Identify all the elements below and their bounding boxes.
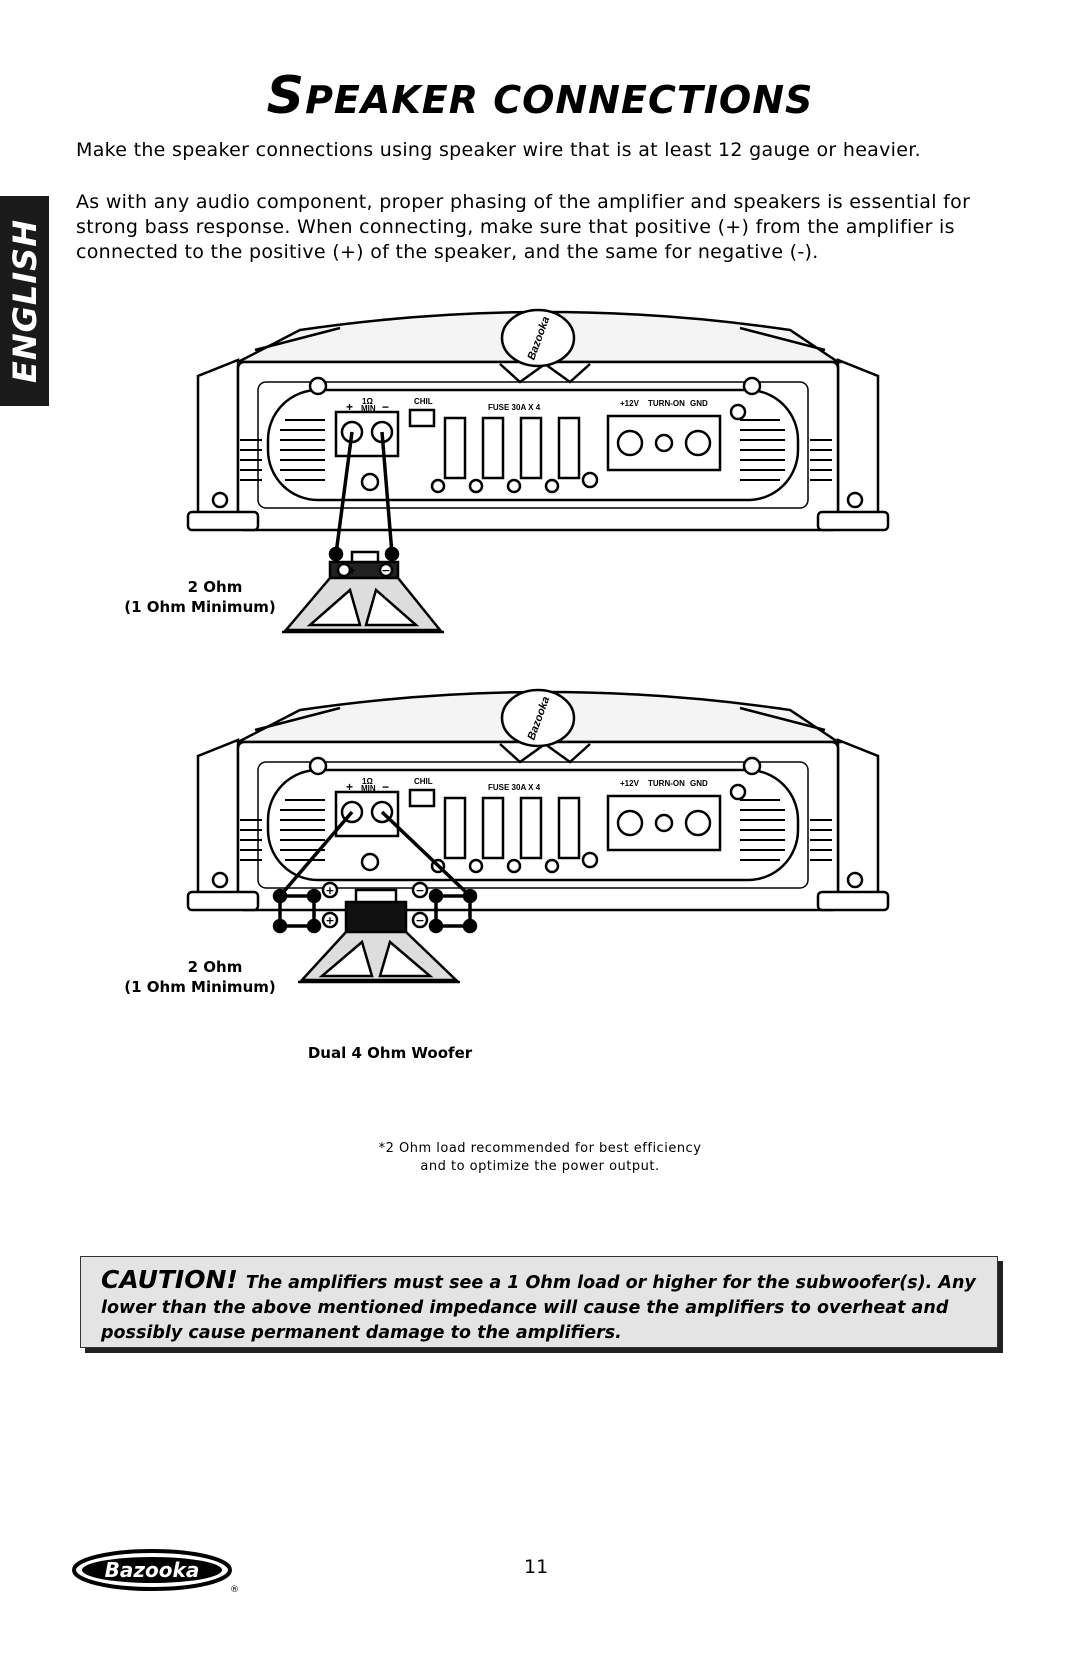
turn-on-label: TURN-ON bbox=[648, 779, 685, 788]
diagram1-ohm-label: 2 Ohm bbox=[187, 578, 243, 596]
amplifier-illustration bbox=[186, 688, 890, 912]
logo-text: Bazooka bbox=[105, 1558, 200, 1582]
chil-label: CHIL bbox=[414, 777, 433, 786]
min-label: MIN bbox=[361, 404, 376, 413]
phasing-paragraph: As with any audio component, proper phas… bbox=[76, 191, 971, 263]
page-number: 11 bbox=[524, 1556, 549, 1578]
chil-label: CHIL bbox=[414, 397, 433, 406]
woofer-single bbox=[282, 546, 444, 634]
plus-label: + bbox=[346, 400, 353, 414]
gnd-label: GND bbox=[690, 399, 708, 408]
amplifier-diagram-2: 1Ω MIN + − CHIL FUSE 30A X 4 +12V TURN-O… bbox=[186, 688, 890, 984]
turn-on-label: TURN-ON bbox=[648, 399, 685, 408]
ohm-label: 1Ω bbox=[362, 397, 373, 406]
dual-terminal-symbols: + + − − bbox=[325, 884, 424, 927]
woofer-dual bbox=[272, 881, 478, 984]
caution-box: CAUTION!The amplifiers must see a 1 Ohm … bbox=[80, 1256, 998, 1348]
page-title: SPEAKER CONNECTIONS bbox=[0, 66, 1080, 126]
vc2-minus-symbol: − bbox=[415, 914, 424, 927]
fuse-label: FUSE 30A X 4 bbox=[488, 403, 541, 412]
single-voice-coil-diagram: 1Ω MIN + − CHIL FUSE 30A X 4 +12V TURN-O… bbox=[0, 300, 1080, 650]
vc1-plus-symbol: + bbox=[325, 884, 334, 897]
diagram2-min-label: (1 Ohm Minimum) bbox=[124, 978, 276, 996]
woofer-type-label: Dual 4 Ohm Woofer bbox=[307, 1044, 473, 1062]
dual-voice-coil-diagram: 1Ω MIN + − CHIL FUSE 30A X 4 +12V TURN-O… bbox=[0, 680, 1080, 1080]
ohm-label: 1Ω bbox=[362, 777, 373, 786]
efficiency-note: *2 Ohm load recommended for best efficie… bbox=[0, 1140, 1080, 1176]
intro-paragraph: Make the speaker connections using speak… bbox=[76, 139, 921, 161]
v12-label: +12V bbox=[620, 779, 640, 788]
plus-label: + bbox=[346, 780, 353, 794]
note-line-2: and to optimize the power output. bbox=[420, 1159, 660, 1174]
min-label: MIN bbox=[361, 784, 376, 793]
bazooka-logo: Bazooka ® bbox=[72, 1548, 242, 1600]
v12-label: +12V bbox=[620, 399, 640, 408]
page-title-initial: S bbox=[266, 66, 306, 126]
logo-graphic: Bazooka ® bbox=[72, 1549, 239, 1595]
page-title-rest: PEAKER CONNECTIONS bbox=[305, 78, 814, 122]
diagram2-ohm-label: 2 Ohm bbox=[187, 958, 243, 976]
caution-heading: CAUTION! bbox=[101, 1265, 238, 1294]
woofer-plus-symbol: + bbox=[347, 564, 356, 577]
diagram1-min-label: (1 Ohm Minimum) bbox=[124, 598, 276, 616]
fuse-label: FUSE 30A X 4 bbox=[488, 783, 541, 792]
amplifier-illustration bbox=[186, 308, 890, 532]
note-line-1: *2 Ohm load recommended for best efficie… bbox=[378, 1141, 702, 1156]
gnd-label: GND bbox=[690, 779, 708, 788]
registered-mark: ® bbox=[230, 1585, 239, 1595]
minus-label: − bbox=[382, 400, 389, 414]
language-tab: ENGLISH bbox=[0, 196, 49, 406]
vc2-plus-symbol: + bbox=[325, 914, 334, 927]
speaker-wires bbox=[334, 431, 394, 555]
vc1-minus-symbol: − bbox=[415, 884, 424, 897]
minus-label: − bbox=[382, 780, 389, 794]
woofer-minus-symbol: − bbox=[381, 564, 390, 577]
amplifier-diagram-1: 1Ω MIN + − CHIL FUSE 30A X 4 +12V TURN-O… bbox=[186, 308, 890, 634]
caution-text: The amplifiers must see a 1 Ohm load or … bbox=[101, 1273, 976, 1343]
